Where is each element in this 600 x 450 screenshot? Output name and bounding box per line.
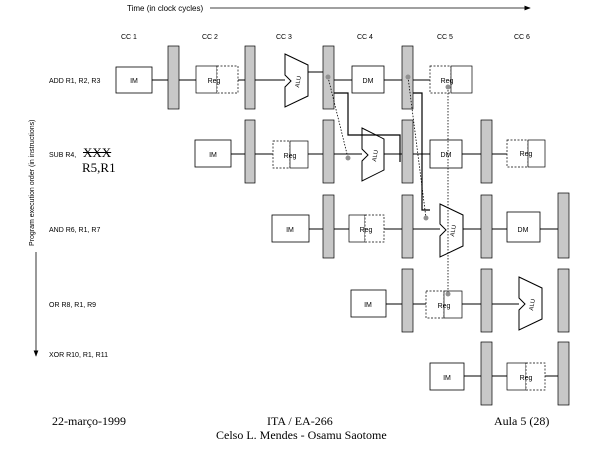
pipeline-row-sub: IM Reg ALU DM Reg	[194, 119, 546, 184]
stage-dm-label: DM	[363, 78, 374, 85]
cycle-label: CC 3	[276, 34, 292, 41]
forward-dot	[345, 155, 351, 161]
forward-dot	[405, 74, 411, 80]
stage-reg-label: Reg	[438, 303, 451, 310]
stage-im-label: IM	[443, 375, 451, 382]
instruction-labels: ADD R1, R2, R3 SUB R4, AND R6, R1, R7 OR…	[49, 78, 108, 359]
stage-reg-label: Reg	[441, 78, 454, 85]
stage-alu-label: ALU	[529, 299, 537, 312]
stage-reg-label: Reg	[520, 151, 533, 158]
stage-alu-label: ALU	[372, 150, 380, 163]
footer-course: ITA / EA-266	[267, 414, 333, 428]
time-axis-label: Time (in clock cycles)	[127, 4, 203, 13]
instruction-label: ADD R1, R2, R3	[49, 78, 100, 85]
cycle-labels: CC 1 CC 2 CC 3 CC 4 CC 5 CC 6	[121, 34, 530, 41]
cycle-label: CC 2	[202, 34, 218, 41]
forward-dot	[325, 74, 331, 80]
pipeline-row-or: IM Reg ALU	[350, 268, 570, 333]
program-order-label: Program execution order (in instructions…	[29, 120, 36, 246]
stage-reg-label: Reg	[360, 227, 373, 234]
stage-reg-label: Reg	[520, 375, 533, 382]
stage-reg-label: Reg	[208, 78, 221, 85]
instruction-label: OR R8, R1, R9	[49, 302, 96, 309]
instruction-label: SUB R4,	[49, 152, 76, 159]
stage-im-label: IM	[286, 227, 294, 234]
forwarding-paths	[325, 74, 451, 297]
cycle-label: CC 4	[357, 34, 373, 41]
footer-page: Aula 5 (28)	[494, 414, 550, 428]
cycle-label: CC 1	[121, 34, 137, 41]
pipeline-row-add: IM Reg ALU DM Reg	[115, 45, 473, 110]
footer-date: 22-março-1999	[52, 414, 126, 428]
stage-im-label: IM	[209, 152, 217, 159]
instruction-second-line: R5,R1	[82, 160, 116, 175]
instruction-label: AND R6, R1, R7	[49, 227, 100, 234]
pipeline-row-and: IM Reg ALU DM	[271, 192, 570, 259]
pipeline-row-xor: IM Reg	[429, 341, 570, 406]
forward-dot	[445, 291, 451, 297]
stage-dm-label: DM	[518, 227, 529, 234]
instruction-label: XOR R10, R1, R11	[49, 352, 108, 359]
stage-alu-label: ALU	[295, 76, 303, 89]
forward-dot	[445, 84, 451, 90]
stage-dm-label: DM	[441, 152, 452, 159]
stage-im-label: IM	[130, 78, 138, 85]
stage-reg-label: Reg	[284, 153, 297, 160]
footer-authors: Celso L. Mendes - Osamu Saotome	[216, 428, 387, 442]
stage-alu-label: ALU	[450, 225, 458, 238]
stage-im-label: IM	[364, 302, 372, 309]
instruction-struck-text: XXX	[83, 145, 112, 160]
forward-dot	[423, 215, 429, 221]
cycle-label: CC 5	[437, 34, 453, 41]
cycle-label: CC 6	[514, 34, 530, 41]
